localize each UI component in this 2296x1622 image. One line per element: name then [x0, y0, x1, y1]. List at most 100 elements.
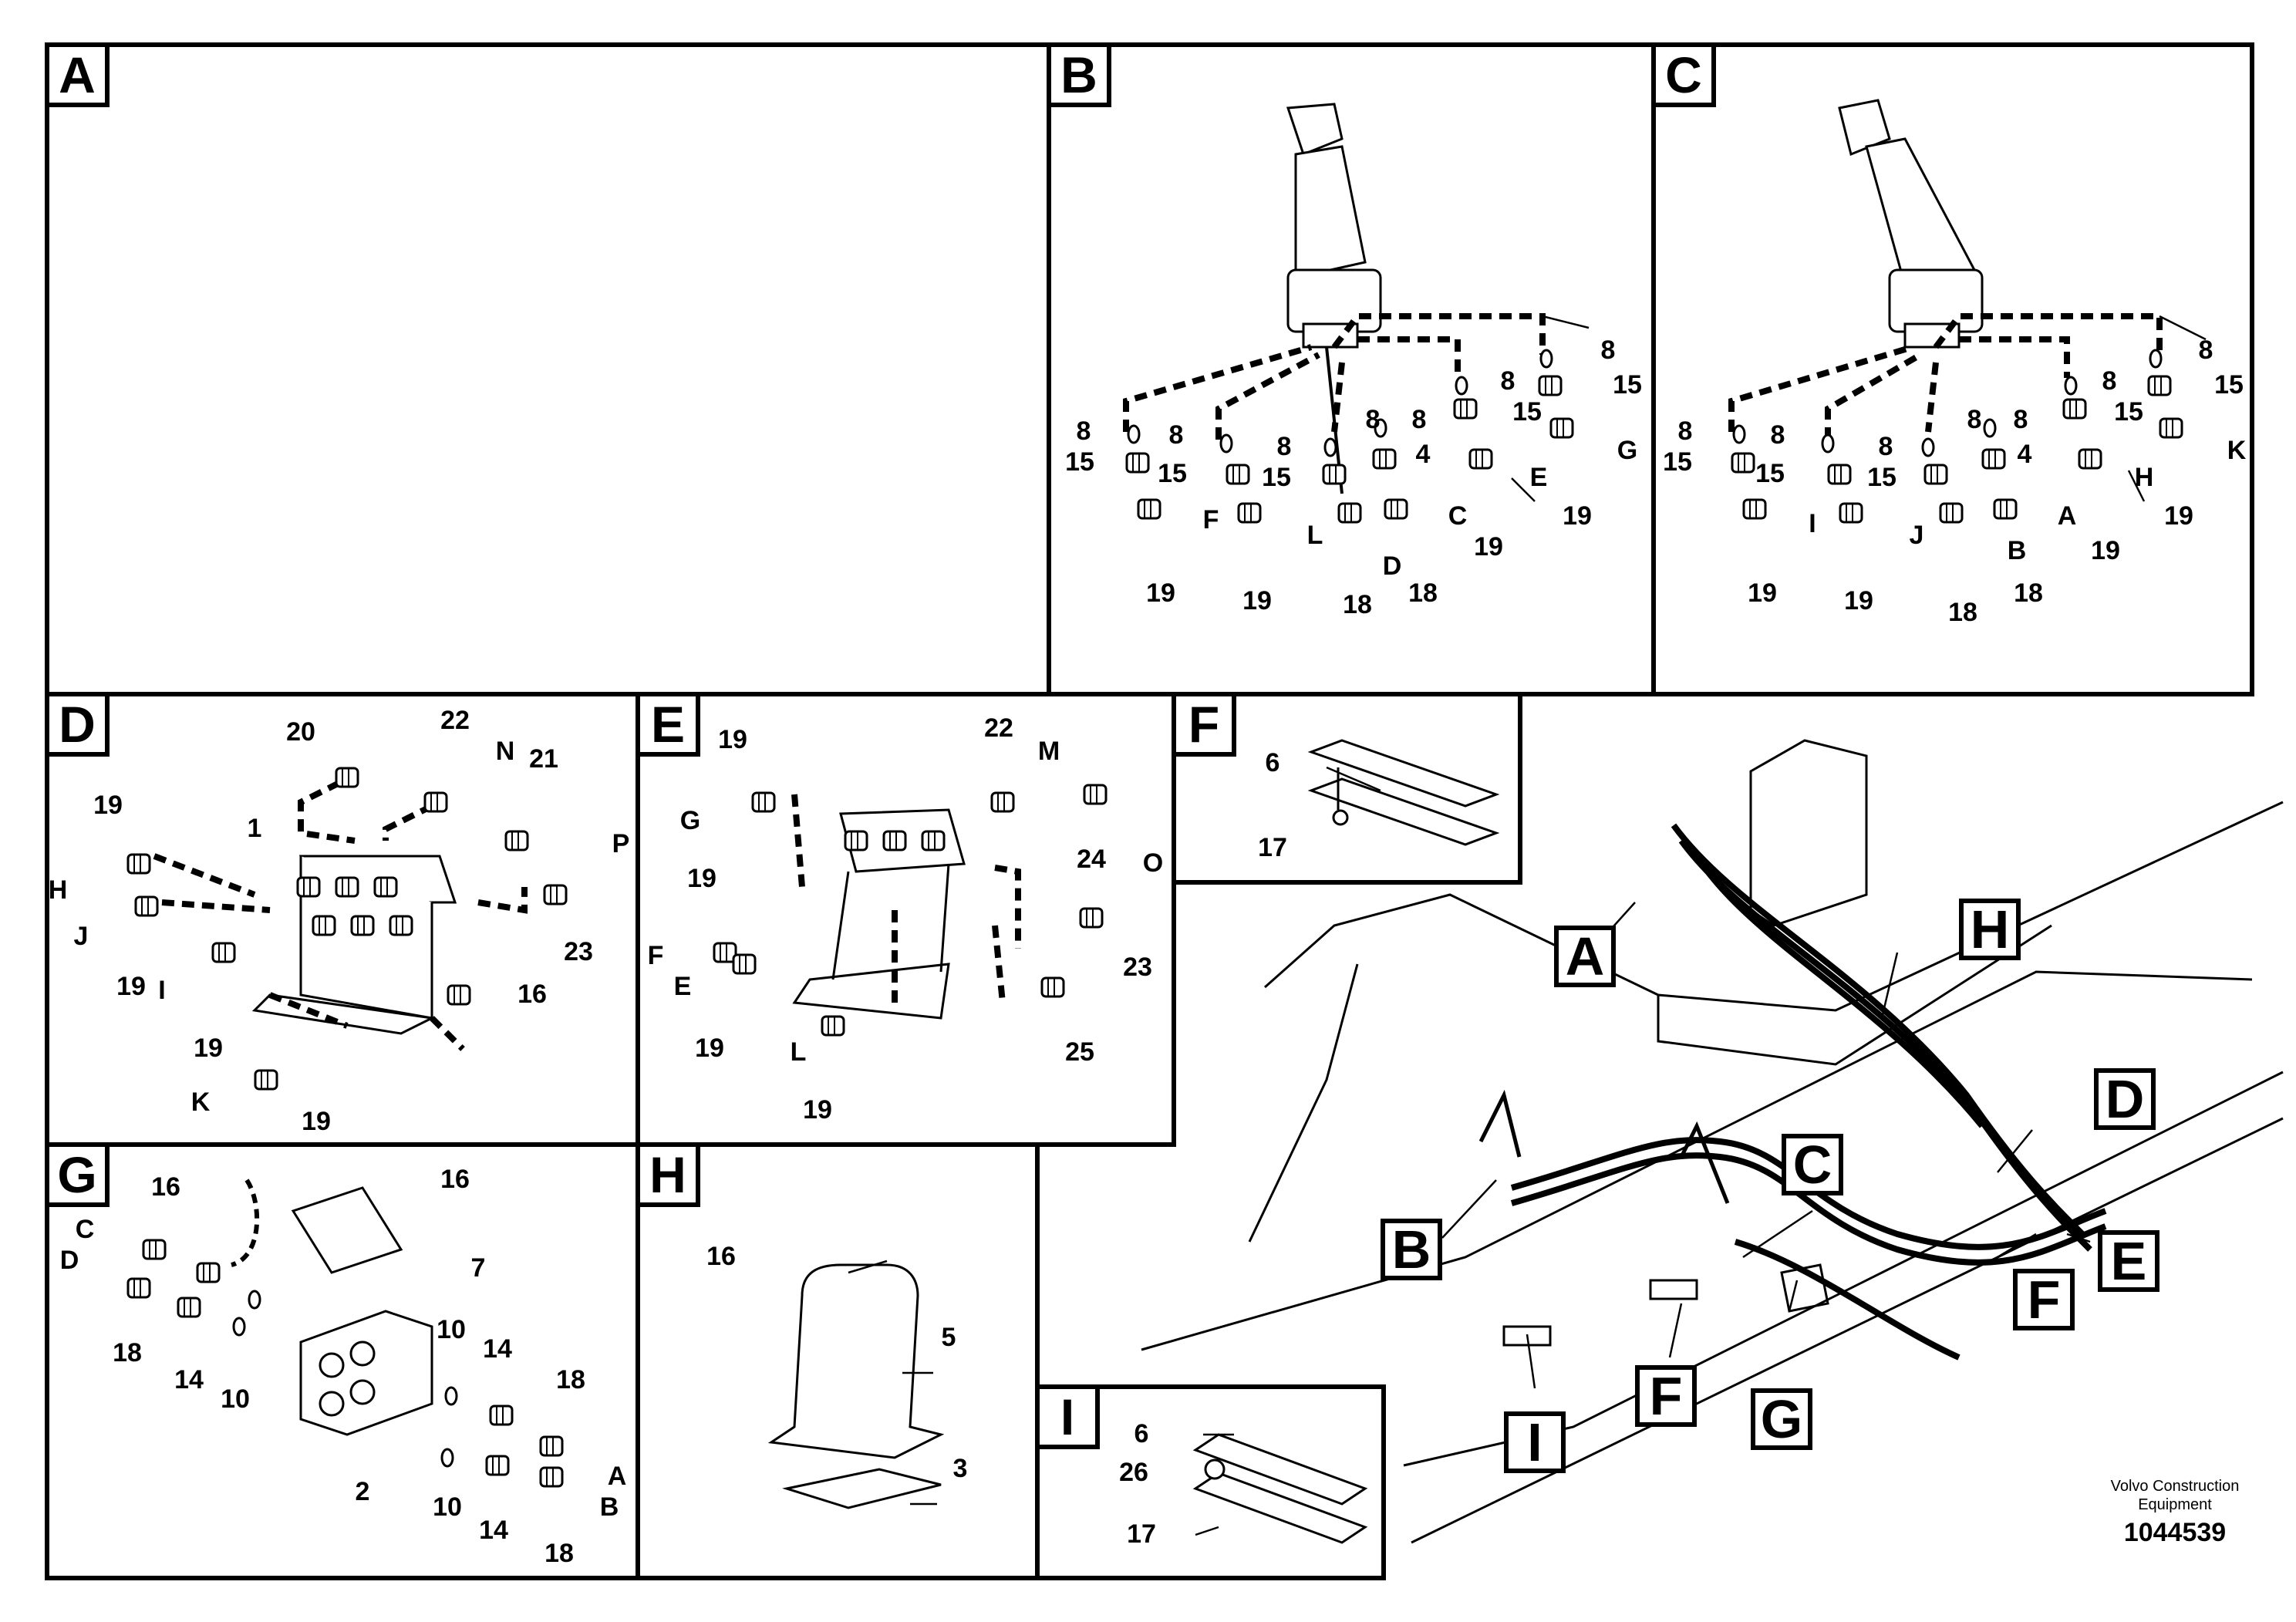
part-number: 19 [687, 864, 716, 893]
part-number: 18 [1408, 578, 1438, 608]
panel-g-label: G [49, 1147, 110, 1207]
part-number: 19 [1563, 501, 1592, 531]
part-number: 8 [1412, 405, 1427, 434]
part-number: 20 [286, 717, 315, 747]
clamp-bracket-i [1192, 1433, 1368, 1544]
part-number: 19 [302, 1107, 331, 1136]
part-number: 8 [1077, 416, 1091, 446]
port-letter: C [1448, 501, 1468, 531]
port-letter: D [60, 1246, 79, 1275]
port-letter: B [2008, 536, 2027, 565]
part-number: 8 [1967, 405, 1982, 434]
part-number: 8 [2014, 405, 2028, 434]
part-number: 22 [984, 713, 1013, 743]
part-number: 8 [2199, 336, 2213, 365]
part-number: 7 [471, 1253, 486, 1283]
part-number: 2 [356, 1477, 370, 1506]
part-number: 18 [544, 1539, 574, 1568]
part-number: 10 [221, 1384, 250, 1414]
panel-f-label: F [1176, 696, 1236, 757]
part-number: 15 [1262, 463, 1291, 492]
part-number: 18 [1948, 598, 1977, 627]
dashed-hose-routes-c [1728, 313, 2163, 440]
part-number: 19 [1146, 578, 1175, 608]
panel-c: C [1651, 42, 2254, 696]
part-number: 19 [194, 1034, 223, 1063]
part-number: 1 [248, 814, 262, 843]
part-number: 3 [953, 1454, 968, 1483]
port-letter: P [612, 829, 630, 858]
part-number: 19 [2164, 501, 2193, 531]
part-number: 24 [1077, 845, 1106, 874]
port-letter: K [191, 1088, 211, 1117]
port-letter: E [1530, 463, 1548, 492]
port-letter: B [600, 1492, 619, 1522]
port-letter: I [158, 976, 165, 1005]
document-number: 1044539 [2123, 1518, 2227, 1547]
part-number: 15 [1867, 463, 1896, 492]
overview-callout-a: A [1554, 926, 1616, 987]
port-letter: C [76, 1215, 95, 1244]
panel-g: G [45, 1142, 640, 1580]
port-letter: M [1038, 737, 1060, 766]
part-number: 8 [1169, 420, 1184, 450]
port-letter: A [2058, 501, 2077, 531]
part-number: 19 [116, 972, 146, 1001]
company-credit: Volvo Construction Equipment [2110, 1478, 2240, 1513]
part-number: 8 [1277, 432, 1292, 461]
port-letter: L [791, 1037, 807, 1067]
port-letter: F [1203, 505, 1219, 534]
part-number: 18 [113, 1338, 142, 1367]
joystick-left [1286, 103, 1382, 494]
part-number: 8 [1501, 366, 1515, 396]
port-letter: J [1910, 521, 1924, 550]
manifold-block-g [231, 1179, 433, 1436]
part-number: 23 [564, 937, 593, 966]
dashed-hose-routes-d [153, 780, 528, 1051]
part-number: 23 [1123, 953, 1152, 982]
manifold-e [792, 808, 966, 1020]
panel-i: I [1035, 1384, 1386, 1580]
part-number: 16 [518, 980, 547, 1009]
part-number: 8 [1771, 420, 1785, 450]
part-number: 16 [151, 1172, 180, 1202]
part-number: 15 [1065, 447, 1094, 477]
port-letter: G [1617, 436, 1637, 465]
part-number: 21 [529, 744, 558, 774]
panel-i-label: I [1040, 1389, 1100, 1449]
panel-h-label: H [640, 1147, 700, 1207]
panel-a: A [45, 42, 1051, 696]
panel-d-label: D [49, 696, 110, 757]
panel-e-label: E [640, 696, 700, 757]
part-number: 8 [2102, 366, 2117, 396]
port-letter: K [2227, 436, 2247, 465]
part-number: 22 [440, 706, 470, 735]
port-letter: D [1383, 551, 1402, 581]
port-letter: N [496, 737, 515, 766]
part-number: 15 [1613, 370, 1642, 400]
part-number: 8 [1678, 416, 1693, 446]
part-number: 8 [1879, 432, 1893, 461]
port-letter: L [1307, 521, 1323, 550]
part-number: 5 [942, 1323, 956, 1352]
part-number: 14 [483, 1334, 512, 1364]
part-number: 15 [2214, 370, 2244, 400]
port-letter: G [680, 806, 700, 835]
part-number: 19 [2091, 536, 2120, 565]
overview-callout-i: I [1504, 1411, 1566, 1473]
panel-b: B [1047, 42, 1656, 696]
part-number: 10 [437, 1315, 466, 1344]
panel-e: E [636, 692, 1176, 1147]
part-number: 6 [1135, 1419, 1149, 1448]
part-number: 4 [2018, 440, 2032, 469]
clamp-bracket-f [1307, 739, 1500, 846]
port-letter: H [49, 875, 68, 905]
part-number: 18 [2014, 578, 2043, 608]
panel-c-label: C [1656, 47, 1716, 107]
part-number: 17 [1127, 1519, 1156, 1549]
part-number: 19 [1748, 578, 1777, 608]
part-number: 19 [695, 1034, 724, 1063]
overview-callout-d: D [2094, 1068, 2156, 1130]
part-number: 15 [2114, 397, 2143, 427]
